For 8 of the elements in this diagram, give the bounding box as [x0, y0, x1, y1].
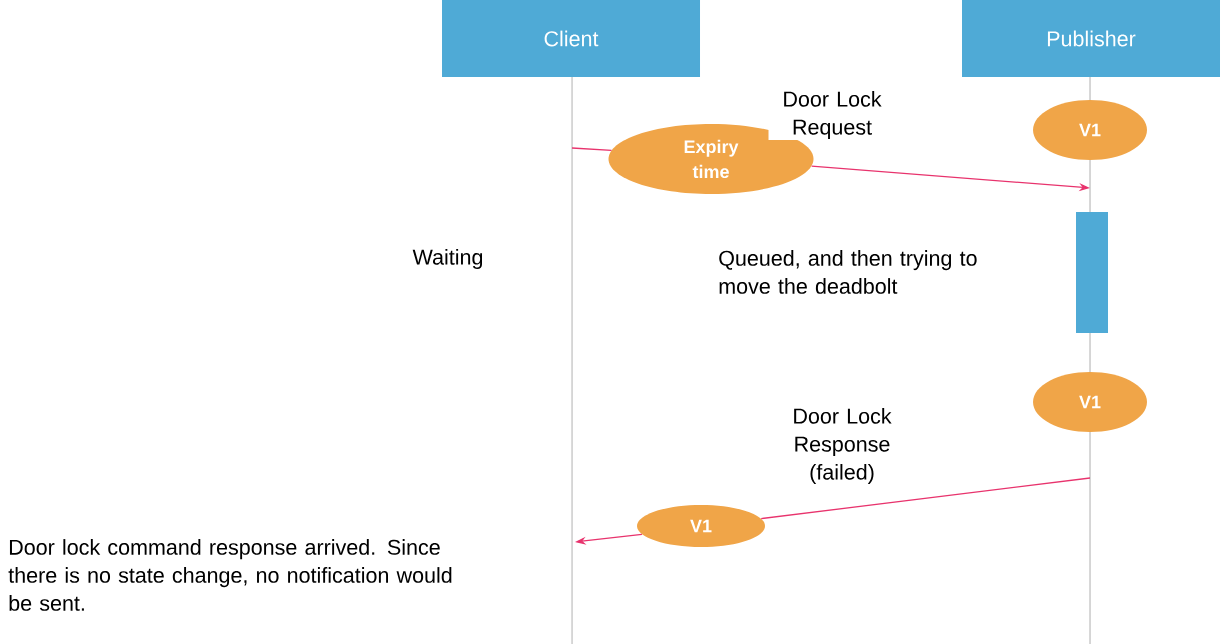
participant-box: Publisher — [962, 0, 1220, 77]
participant-box: Client — [442, 0, 700, 77]
annotation-text: Queued, and then trying to move the deadbolt — [719, 250, 977, 294]
note-text: Door lock command response arrived. Since there is no state change, no notification would be sent. — [8, 539, 452, 611]
edge-label: Door Lock Request — [768, 89, 896, 140]
status-text: Waiting — [412, 248, 483, 269]
edge-label: Door Lock Response (failed) — [778, 406, 906, 485]
activation-bar — [1076, 212, 1108, 333]
